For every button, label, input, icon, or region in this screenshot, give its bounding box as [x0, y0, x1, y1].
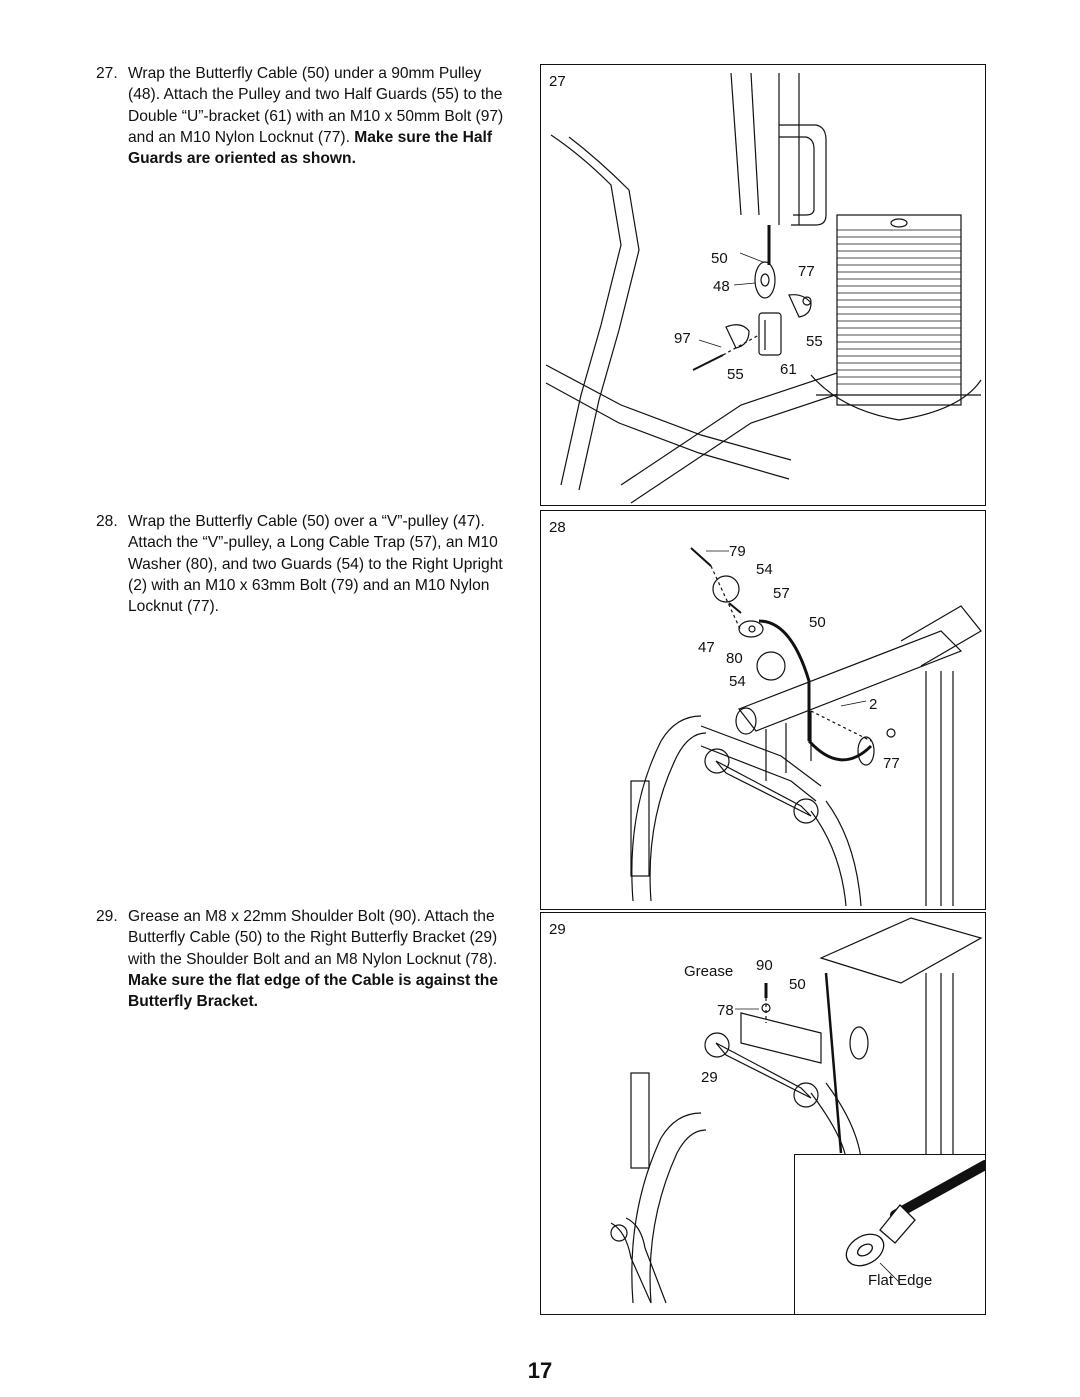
step-27: 27. Wrap the Butterfly Cable (50) under … [96, 63, 516, 169]
figure-label: 27 [549, 73, 566, 90]
step-instructions: Wrap the Butterfly Cable (50) over a “V”… [128, 513, 503, 616]
callout-55-right: 55 [806, 333, 823, 350]
callout-54-bottom: 54 [729, 673, 746, 690]
callout-77: 77 [883, 755, 900, 772]
page-number: 17 [527, 1358, 553, 1383]
step-number: 28. [96, 513, 118, 530]
callout-79: 79 [729, 543, 746, 560]
callout-50: 50 [711, 250, 728, 267]
step-text: Wrap the Butterfly Cable (50) under a 90… [128, 63, 516, 169]
figure-28-drawing [630, 547, 982, 907]
callout-50: 50 [789, 976, 806, 993]
step-number: 29. [96, 908, 118, 925]
flat-edge-inset: Flat Edge [794, 1154, 985, 1314]
callout-57: 57 [773, 585, 790, 602]
callout-55-left: 55 [727, 366, 744, 383]
figure-label: 28 [549, 519, 566, 536]
callout-50: 50 [809, 614, 826, 631]
figure-27-drawing [545, 72, 982, 504]
callout-48: 48 [713, 278, 730, 295]
figure-label: 29 [549, 921, 566, 938]
callout-29: 29 [701, 1069, 718, 1086]
figure-29-drawing [610, 917, 983, 1304]
cable-end-drawing [845, 1160, 985, 1284]
callout-77: 77 [798, 263, 815, 280]
callout-61: 61 [780, 361, 797, 378]
step-text: Wrap the Butterfly Cable (50) over a “V”… [128, 511, 516, 617]
grease-label: Grease [684, 963, 734, 980]
flat-edge-caption: Flat Edge [868, 1272, 933, 1289]
callout-97: 97 [674, 330, 691, 347]
step-text: Grease an M8 x 22mm Shoulder Bolt (90). … [128, 906, 516, 1012]
callout-47: 47 [698, 639, 715, 656]
step-warning: Make sure the Half Guards are oriented a… [128, 128, 493, 168]
figure-29-panel: 29 Grease 90 50 78 29 Flat Edge [540, 912, 986, 1315]
figure-27-panel: 27 50 77 48 97 55 55 61 [540, 64, 986, 506]
step-28: 28. Wrap the Butterfly Cable (50) over a… [96, 511, 516, 617]
callout-80: 80 [726, 650, 743, 667]
step-instructions: Grease an M8 x 22mm Shoulder Bolt (90). … [128, 908, 498, 968]
callout-54-top: 54 [756, 561, 773, 578]
step-number: 27. [96, 65, 118, 82]
step-warning: Make sure the flat edge of the Cable is … [128, 971, 499, 1011]
step-instructions: Wrap the Butterfly Cable (50) under a 90… [128, 65, 504, 146]
callout-2: 2 [869, 696, 878, 713]
figure-28-panel: 28 79 54 57 50 47 80 54 2 77 [540, 510, 986, 910]
callout-78: 78 [717, 1002, 734, 1019]
step-29: 29. Grease an M8 x 22mm Shoulder Bolt (9… [96, 906, 516, 1012]
callout-90: 90 [756, 957, 773, 974]
